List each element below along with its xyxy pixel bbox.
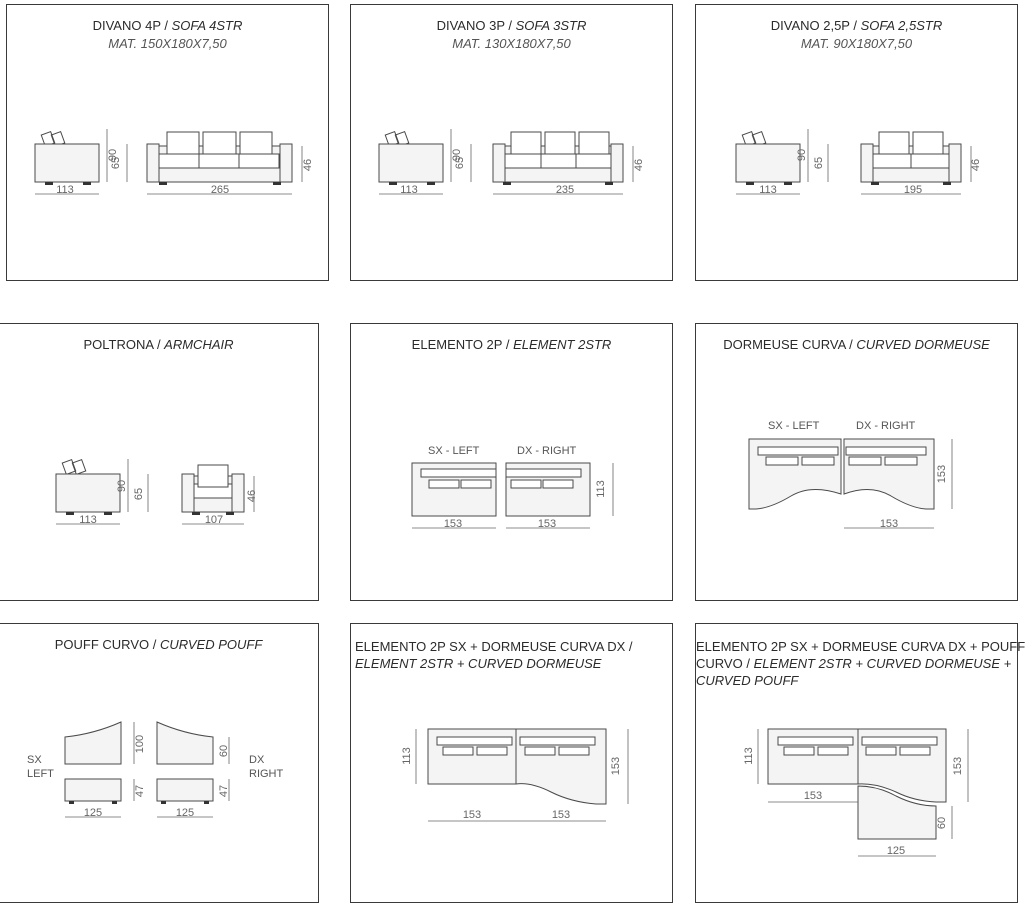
dim-width-2: 125 xyxy=(887,845,905,857)
panel-combo-element-dormeuse-pouff: ELEMENTO 2P SX + DORMEUSE CURVA DX + POU… xyxy=(695,623,1025,903)
title-en: SOFA 3STR xyxy=(515,18,587,33)
title-en: ELEMENT 2STR xyxy=(513,337,612,352)
dim-depth-2: 153 xyxy=(952,757,964,775)
dim-front-width: 107 xyxy=(205,514,223,526)
dim-side-seat: 65 xyxy=(454,157,466,169)
armchair-drawing: 113 90 65 107 46 xyxy=(55,459,258,526)
dim-side-depth: 113 xyxy=(400,184,418,196)
dim-width-1: 153 xyxy=(804,790,822,802)
panel-title: DIVANO 3P / SOFA 3STR xyxy=(436,18,587,33)
dim-front-width: 235 xyxy=(556,184,574,196)
dim-depth-2: 153 xyxy=(610,757,622,775)
title-en: SOFA 2,5STR xyxy=(860,18,943,33)
dim-side-height: 90 xyxy=(116,480,128,492)
dim-depth: 113 xyxy=(743,747,755,765)
title-line2-it: CURVO / xyxy=(696,656,754,671)
dim-height-3: 47 xyxy=(134,785,146,797)
combo1-drawing: 113 153 153 153 xyxy=(401,728,629,822)
title-line2-en: ELEMENT 2STR + CURVED DORMEUSE + xyxy=(753,656,1012,671)
title-it: DIVANO 2,5P xyxy=(770,18,850,33)
panel-title: DIVANO 4P / SOFA 4STR xyxy=(92,18,243,33)
dim-front-height: 46 xyxy=(633,159,645,171)
dim-side-depth: 113 xyxy=(79,514,97,526)
dim-side-depth: 113 xyxy=(56,184,74,196)
label-sx: SX xyxy=(27,754,42,766)
label-dx: DX xyxy=(249,754,265,766)
label-left: LEFT xyxy=(27,768,54,780)
panel-armchair: POLTRONA / ARMCHAIR 113 90 65 107 46 xyxy=(0,323,319,601)
dim-front-width: 265 xyxy=(211,184,229,196)
panel-curved-pouff: POUFF CURVO / CURVED POUFF SX LEFT DX RI… xyxy=(0,623,319,903)
title-en: CURVED POUFF xyxy=(159,637,263,652)
dim-width-right: 153 xyxy=(538,518,556,530)
material-spec: MAT. 150X180X7,50 xyxy=(108,36,227,51)
dim-height: 60 xyxy=(936,817,948,829)
panel-title-line1: ELEMENTO 2P SX + DORMEUSE CURVA DX + POU… xyxy=(696,639,1025,654)
panel-sofa-25str: DIVANO 2,5P / SOFA 2,5STR MAT. 90X180X7,… xyxy=(695,4,1018,281)
dim-side-seat: 65 xyxy=(110,157,122,169)
dim-width-left: 153 xyxy=(444,518,462,530)
dim-width-2: 153 xyxy=(552,809,570,821)
title-en: SOFA 4STR xyxy=(171,18,243,33)
panel-title-line2: ELEMENT 2STR + CURVED DORMEUSE xyxy=(355,656,602,671)
dim-height-1: 100 xyxy=(134,735,146,753)
panel-title: DORMEUSE CURVA / CURVED DORMEUSE xyxy=(723,337,990,352)
material-spec: MAT. 130X180X7,50 xyxy=(452,36,571,51)
combo2-drawing: 113 153 153 125 60 xyxy=(743,728,969,857)
pouff-drawing: 100 60 47 47 125 125 xyxy=(64,721,230,819)
dim-front-height: 46 xyxy=(970,159,982,171)
dim-side-height: 90 xyxy=(107,149,119,161)
panel-title-line1: ELEMENTO 2P SX + DORMEUSE CURVA DX / xyxy=(355,639,633,654)
dim-width: 153 xyxy=(880,518,898,530)
dim-height-2: 60 xyxy=(218,745,230,757)
label-left: SX - LEFT xyxy=(768,420,820,432)
title-it: ELEMENTO 2P xyxy=(411,337,503,352)
panel-sofa-3str: DIVANO 3P / SOFA 3STR MAT. 130X180X7,50 … xyxy=(350,4,673,281)
panel-curved-dormeuse: DORMEUSE CURVA / CURVED DORMEUSE SX - LE… xyxy=(695,323,1018,601)
panel-title-line3: CURVED POUFF xyxy=(696,673,799,688)
dim-width-1: 125 xyxy=(84,807,102,819)
dim-side-seat: 65 xyxy=(813,157,825,169)
label-left: SX - LEFT xyxy=(428,445,480,457)
panel-combo-element-dormeuse: ELEMENTO 2P SX + DORMEUSE CURVA DX / ELE… xyxy=(350,623,673,903)
sofa-3-drawing: 113 90 65 235 46 xyxy=(378,129,645,196)
dim-side-seat: 65 xyxy=(133,488,145,500)
panel-title-line2: CURVO / ELEMENT 2STR + CURVED DORMEUSE + xyxy=(696,655,1011,673)
dim-front-height: 46 xyxy=(302,159,314,171)
sofa-25-drawing: 113 90 65 195 46 xyxy=(735,129,982,196)
title-it: DORMEUSE CURVA xyxy=(723,337,846,352)
panel-title: DIVANO 2,5P / SOFA 2,5STR xyxy=(770,18,943,33)
label-right: DX - RIGHT xyxy=(517,445,577,457)
dim-height-4: 47 xyxy=(218,785,230,797)
dim-depth: 113 xyxy=(595,480,607,498)
dim-front-width: 195 xyxy=(904,184,922,196)
panel-title: ELEMENTO 2P / ELEMENT 2STR xyxy=(411,337,612,352)
title-it: POLTRONA xyxy=(83,337,154,352)
panel-title: POLTRONA / ARMCHAIR xyxy=(83,337,234,352)
dim-side-height: 90 xyxy=(451,149,463,161)
panel-element-2str: ELEMENTO 2P / ELEMENT 2STR SX - LEFT DX … xyxy=(350,323,673,601)
panel-title: POUFF CURVO / CURVED POUFF xyxy=(54,637,263,652)
title-en: ARMCHAIR xyxy=(164,337,234,352)
element-2-drawing: 153 153 113 xyxy=(411,462,614,530)
dim-side-height: 90 xyxy=(796,149,808,161)
dim-side-depth: 113 xyxy=(759,184,777,196)
material-spec: MAT. 90X180X7,50 xyxy=(800,36,913,51)
label-right: RIGHT xyxy=(249,768,284,780)
title-it: DIVANO 4P xyxy=(92,18,161,33)
dim-width-1: 153 xyxy=(463,809,481,821)
title-it: DIVANO 3P xyxy=(436,18,505,33)
dim-depth: 153 xyxy=(936,465,948,483)
dim-front-height: 46 xyxy=(246,490,258,502)
dim-depth: 113 xyxy=(401,747,413,765)
label-right: DX - RIGHT xyxy=(856,420,916,432)
dim-width-2: 125 xyxy=(176,807,194,819)
title-it: POUFF CURVO xyxy=(54,637,150,652)
sofa-4-drawing: 113 90 65 265 46 xyxy=(34,129,314,196)
title-en: CURVED DORMEUSE xyxy=(856,337,990,352)
panel-sofa-4str: DIVANO 4P / SOFA 4STR MAT. 150X180X7,50 … xyxy=(6,4,329,281)
dormeuse-drawing: 153 153 xyxy=(748,438,953,530)
